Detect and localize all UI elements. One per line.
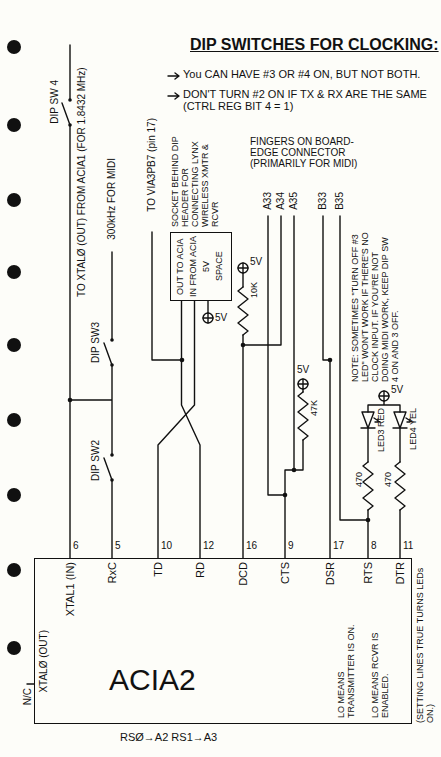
supply-label: 5V [250,256,262,267]
supply-label: 5V [215,312,227,323]
annotation: N/C [22,688,33,705]
annotation: RSØ→A2 RS1→A3 [120,731,217,743]
annotation: DIP SW 4 [49,80,60,124]
annotation: DIP SW2 [90,440,101,481]
edge-finger-label: B35 [334,192,345,210]
annotation: SOCKET BEHIND DIP HEADER FOR CONNECTING … [170,132,220,227]
pin-name: XTAL1 (IN) [64,562,76,616]
annotation: TO XTALØ (OUT) FROM ACIA1 (FOR 1.8432 MH… [76,42,87,297]
pin-name: RxC [106,562,118,583]
pin-number: 9 [288,540,294,551]
switch-contact [110,363,114,367]
annotation: LO MEANS TRANSMITTER IS ON. [336,620,356,718]
pin-number: 10 [161,540,172,551]
socket-pin-label: IN FROM ACIA [188,236,201,297]
header-socket-box: OUT TO ACIAIN FROM ACIA5VSPACE [170,232,232,301]
annotation: FINGERS ON BOARD-EDGE CONNECTOR (PRIMARI… [250,136,375,170]
junction-dot [328,358,333,363]
junction-dot [241,343,246,348]
supply-symbol [379,391,389,401]
wire [243,216,368,558]
annotation: LO MEANS RCVR IS ENABLED. [370,620,390,718]
pin-name: RD [194,562,206,578]
pin-number: 17 [333,540,344,551]
binder-hole [7,563,21,577]
edge-finger-label: A35 [288,192,299,210]
switch-contact [110,338,114,342]
annotation: NOTE: SOMETIMES "TURN OFF #3 LED" WON'T … [350,232,400,382]
binder-hole [7,118,21,132]
switch-contact [110,478,114,482]
pin-name: DTR [394,562,406,585]
binder-hole [7,338,21,352]
signal-wire [182,301,201,558]
wire [368,401,400,558]
switch-contact [110,453,114,457]
binder-hole [7,641,21,655]
pin-name: RTS [362,562,374,584]
socket-pin-label: 5V [201,236,214,297]
pin-number: 6 [73,540,79,551]
switch-contact [68,123,72,127]
annotation: LED4 YEL [408,408,418,450]
annotation: (SETTING LINES TRUE TURNS LEDs ON.) [415,548,435,723]
supply-symbol [203,313,213,323]
binder-hole [7,413,21,427]
junction-dot [366,518,371,523]
note-text: You CAN HAVE #3 OR #4 ON, BUT NOT BOTH. [183,68,435,80]
junction-dot [292,468,297,473]
pin-name: DSR [324,562,336,585]
chip-name: ACIA2 [109,663,196,697]
led-symbol [361,412,412,428]
binder-holes [7,40,21,655]
note-text: DON'T TURN #2 ON IF TX & RX ARE THE SAME… [183,88,435,113]
edge-finger-label: A33 [262,192,273,210]
resistor-value: 47K [309,400,319,416]
title: DIP SWITCHES FOR CLOCKING: [190,36,439,54]
supply-label: 5V [297,364,309,375]
junction-dot [68,398,73,403]
resistor-value: 470 [383,472,393,487]
binder-hole [7,40,21,54]
pin-number: 8 [371,540,377,551]
supply-symbol [238,263,248,273]
pin-name: CTS [279,562,291,584]
socket-pin-label: SPACE [214,236,227,297]
note-arrows [168,73,179,99]
supply-label: 5V [391,384,403,395]
annotation: DIP SW3 [90,322,101,363]
pin-number: 11 [403,540,413,551]
resistor-value: 470 [354,472,364,487]
junction-dot [283,493,288,498]
pin-name: DCD [237,562,249,586]
annotation: LED3 RED [376,408,386,452]
pin-number: 16 [246,540,257,551]
pin-number: 5 [115,540,121,551]
binder-hole [7,265,21,279]
annotation: 300kHz FOR MIDI [106,158,117,240]
edge-finger-label: B33 [317,192,328,210]
switch-contact [68,98,72,102]
annotation: TO VIA3PB7 (pin 17) [146,118,157,212]
pin-name: XTALØ (OUT) [38,630,49,693]
supply-symbol [298,379,308,389]
socket-pin-label: OUT TO ACIA [175,236,188,297]
binder-hole [7,193,21,207]
signal-wire [158,301,195,558]
pin-name: TD [152,562,164,577]
resistor-value: 10K [249,282,259,298]
pin-number: 12 [203,540,214,551]
binder-hole [7,488,21,502]
edge-finger-label: A34 [275,192,286,210]
